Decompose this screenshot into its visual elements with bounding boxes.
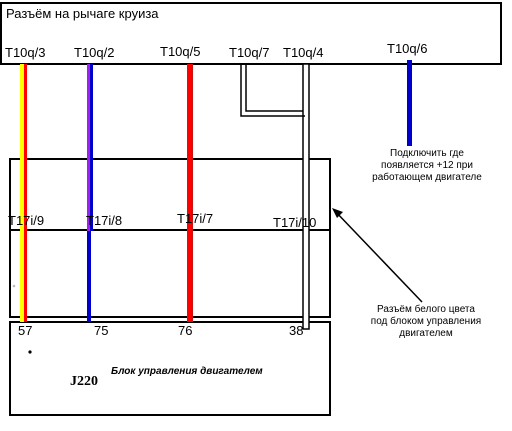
wire-white bbox=[302, 63, 310, 330]
ecu-box bbox=[9, 321, 331, 416]
top-connector-title: Разъём на рычаге круиза bbox=[6, 6, 159, 21]
wire-purple-blue bbox=[87, 64, 93, 322]
wire-red bbox=[187, 64, 193, 322]
wire-yellow-red bbox=[20, 64, 27, 322]
hint-note: Подключить где появляется +12 при работа… bbox=[372, 148, 482, 183]
wire-jumper-t10q7 bbox=[240, 64, 305, 117]
ecu-pin-57: 57 bbox=[18, 323, 33, 338]
pin-label-t17i9: T17i/9 bbox=[8, 213, 45, 228]
pin-label-t10q4: T10q/4 bbox=[283, 45, 324, 60]
middle-connector-box bbox=[9, 158, 331, 318]
ecu-pin-75: 75 bbox=[94, 323, 109, 338]
pin-label-t10q3: T10q/3 bbox=[5, 45, 46, 60]
pin-label-t17i7: T17i/7 bbox=[177, 211, 214, 226]
pin-label-t10q6: T10q/6 bbox=[387, 41, 428, 56]
pointer-arrow bbox=[333, 209, 423, 303]
pin-label-t10q2: T10q/2 bbox=[74, 45, 115, 60]
ecu-code: J220 bbox=[70, 374, 98, 389]
ecu-name: Блок управления двигателем bbox=[111, 366, 263, 377]
pin-label-t10q7: T10q/7 bbox=[229, 45, 270, 60]
dot-marker bbox=[28, 350, 32, 354]
pin-label-t10q5: T10q/5 bbox=[160, 44, 201, 59]
dot-marker-faint bbox=[12, 284, 16, 288]
top-connector-box bbox=[0, 2, 502, 65]
ecu-pin-38: 38 bbox=[289, 323, 304, 338]
pointer-arrowhead bbox=[332, 208, 343, 218]
white-connector-note: Разъём белого цвета под блоком управлени… bbox=[370, 304, 482, 339]
pin-label-t17i8: T17i/8 bbox=[86, 213, 123, 228]
pin-label-t17i10: T17i/10 bbox=[273, 215, 317, 230]
ecu-pin-76: 76 bbox=[178, 323, 193, 338]
wire-blue-stub bbox=[407, 60, 412, 146]
